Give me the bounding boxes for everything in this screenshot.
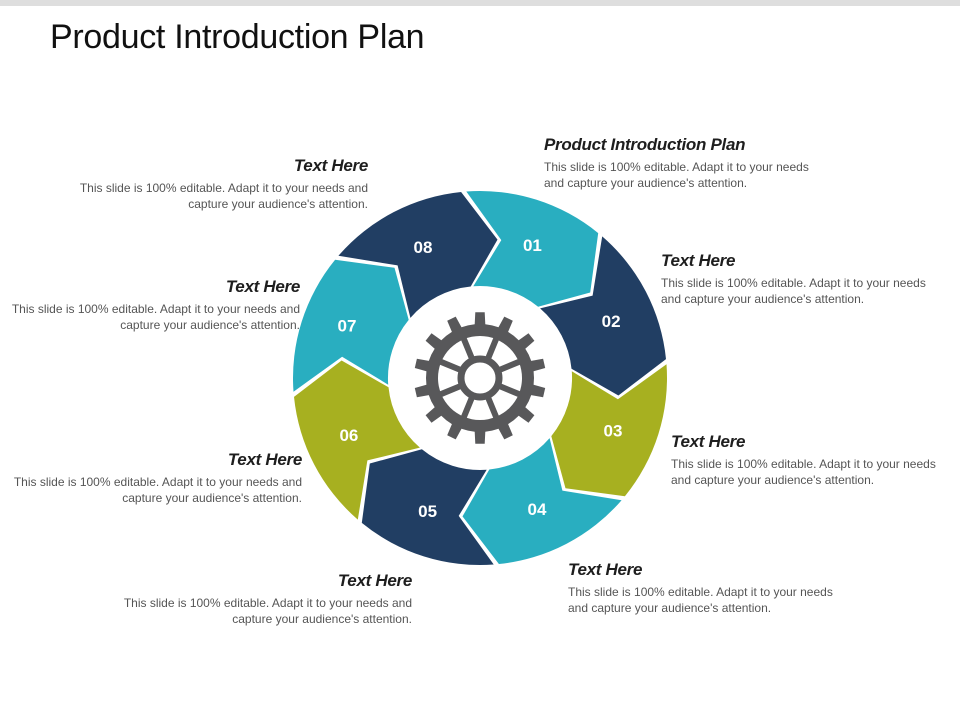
segment-number-07: 07: [338, 317, 357, 336]
gear-hub: [457, 355, 503, 401]
text-block-04: Text Here This slide is 100% editable. A…: [568, 559, 868, 616]
text-block-heading: Text Here: [225, 277, 300, 296]
cycle-segment-01: [466, 190, 599, 307]
segment-number-01: 01: [523, 236, 542, 255]
cycle-segment-05: [361, 449, 494, 566]
cycle-segment-03: [551, 364, 668, 497]
text-block-heading: Product Introduction Plan: [544, 135, 746, 154]
cycle-segment-07: [292, 259, 409, 392]
segment-number-05: 05: [418, 502, 437, 521]
top-strip: [0, 0, 960, 6]
text-block-body: This slide is 100% editable. Adapt it to…: [13, 475, 302, 505]
text-block-heading: Text Here: [293, 156, 368, 175]
text-block-06: Text Here This slide is 100% editable. A…: [2, 449, 302, 506]
text-block-body: This slide is 100% editable. Adapt it to…: [544, 160, 809, 190]
cycle-segment-06: [294, 360, 420, 520]
text-block-07: Text Here This slide is 100% editable. A…: [0, 276, 300, 333]
segment-number-02: 02: [602, 312, 621, 331]
cycle-segment-04: [462, 438, 622, 564]
text-block-02: Text Here This slide is 100% editable. A…: [661, 250, 960, 307]
text-block-body: This slide is 100% editable. Adapt it to…: [11, 302, 300, 332]
text-block-heading: Text Here: [227, 450, 302, 469]
text-block-08: Text Here This slide is 100% editable. A…: [68, 155, 368, 212]
text-block-body: This slide is 100% editable. Adapt it to…: [568, 585, 833, 615]
text-block-body: This slide is 100% editable. Adapt it to…: [123, 596, 412, 626]
segments-layer: 01 02 03 04 05 06 07 08: [292, 190, 668, 566]
gear-icon: [414, 312, 546, 444]
text-block-body: This slide is 100% editable. Adapt it to…: [79, 181, 368, 211]
text-block-body: This slide is 100% editable. Adapt it to…: [671, 457, 936, 487]
text-block-heading: Text Here: [337, 571, 412, 590]
text-block-body: This slide is 100% editable. Adapt it to…: [661, 276, 926, 306]
segment-number-04: 04: [528, 500, 547, 519]
text-block-heading: Text Here: [568, 560, 643, 579]
segment-number-08: 08: [414, 238, 433, 257]
slide-title: Product Introduction Plan: [50, 18, 425, 56]
cycle-segment-02: [540, 236, 666, 396]
segment-number-06: 06: [339, 426, 358, 445]
text-block-heading: Text Here: [661, 251, 736, 270]
text-block-01: Product Introduction Plan This slide is …: [544, 134, 844, 191]
cycle-segment-08: [338, 192, 498, 318]
segment-number-03: 03: [604, 421, 623, 440]
text-block-05: Text Here This slide is 100% editable. A…: [112, 570, 412, 627]
text-block-heading: Text Here: [671, 432, 746, 451]
text-block-03: Text Here This slide is 100% editable. A…: [671, 431, 960, 488]
